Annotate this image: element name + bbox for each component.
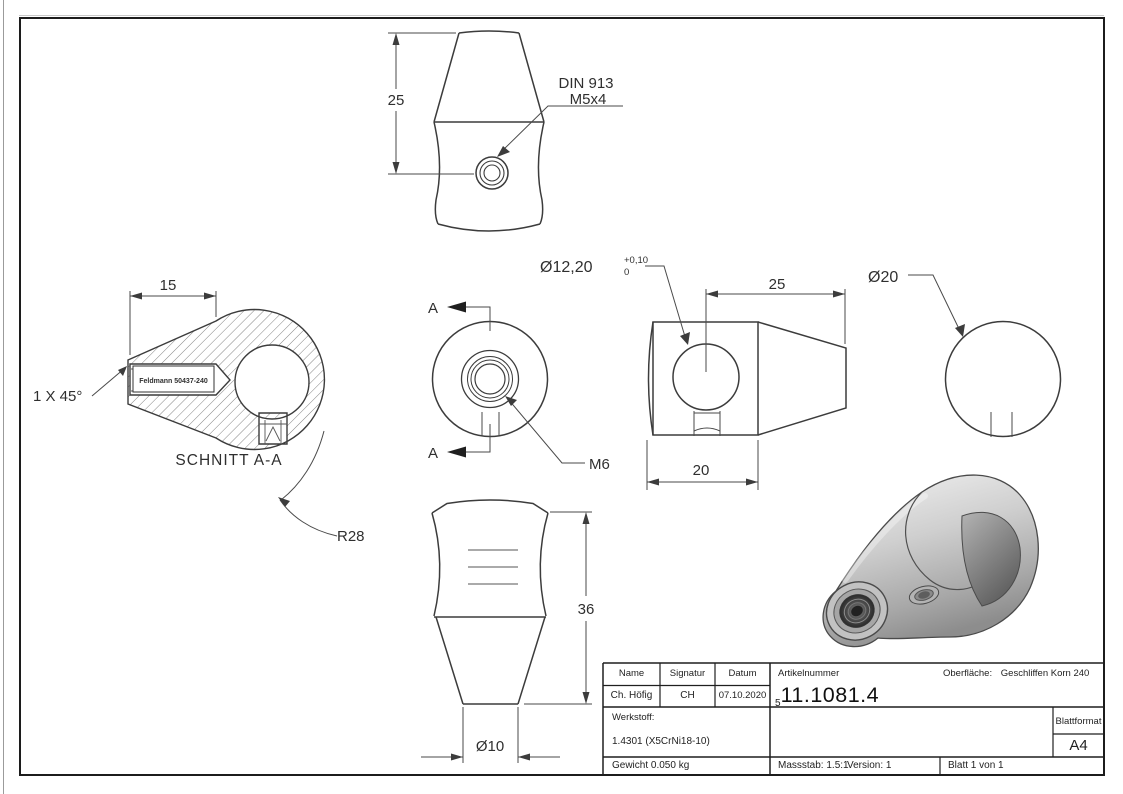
- arrow-left: [130, 292, 142, 300]
- arrow-radius: [278, 497, 290, 507]
- arrow-right: [451, 753, 463, 761]
- section-letter-bottom: A: [428, 445, 438, 462]
- section-letter-top: A: [428, 300, 438, 317]
- insert-label-box: [132, 365, 215, 393]
- title-block-signature: CH: [680, 690, 695, 701]
- callout-m5x4: M5x4: [570, 91, 607, 108]
- dim-d10: Ø10: [476, 738, 504, 755]
- sheet-format-value: A4: [1069, 737, 1088, 754]
- scale-value: Massstab: 1.5:1: [778, 760, 849, 771]
- callout-din913: DIN 913: [558, 75, 613, 92]
- arrow-d20: [955, 324, 965, 337]
- material-label: Werkstoff:: [612, 712, 655, 723]
- viewer-edge-line: [3, 0, 4, 794]
- arrow-left: [647, 478, 659, 486]
- arrow-left: [706, 290, 718, 298]
- iso-setscrew-hole: [908, 585, 940, 605]
- article-number-label: Artikelnummer: [778, 668, 840, 679]
- dim-d20: Ø20: [868, 269, 898, 286]
- bore-diameter: Ø12,20: [540, 259, 593, 276]
- arrow-down: [392, 162, 400, 174]
- chamfer-label: 1 X 45°: [33, 388, 82, 405]
- iso-view-3d: [822, 474, 1039, 648]
- insert-label-text: Feldmann 50437-240: [139, 378, 208, 385]
- iso-rim-line: [904, 491, 987, 591]
- iso-threaded-face: [825, 581, 889, 641]
- bore-tol-upper: +0,10: [624, 255, 648, 266]
- surface-label: Oberfläche:: [943, 668, 993, 679]
- section-title: SCHNITT A-A: [175, 452, 282, 469]
- arrow-left: [518, 753, 530, 761]
- view-end: Ø20: [868, 269, 1062, 438]
- section-arrow-bottom: [447, 446, 466, 458]
- title-block-col-datum: Datum: [728, 668, 757, 679]
- arrow-leader: [497, 146, 510, 157]
- sheet-value: Blatt 1 von 1: [948, 760, 1004, 771]
- frame-shadow-line: [19, 15, 1104, 16]
- arrow-down: [582, 692, 590, 704]
- material-value: 1.4301 (X5CrNi18-10): [612, 736, 710, 747]
- view-front: A A M6: [428, 300, 610, 473]
- arrow-bore: [680, 332, 690, 345]
- weight-value: Gewicht 0.050 kg: [612, 760, 690, 771]
- dim-15: 15: [160, 277, 177, 294]
- section-body: [127, 308, 326, 451]
- radius-label: R28: [337, 528, 365, 545]
- dim-36: 36: [578, 601, 595, 618]
- bore-tol-lower: 0: [624, 267, 629, 278]
- view-side: 25 20 Ø12,20 +0,10 0: [540, 255, 847, 490]
- title-block-date: 07.10.2020: [718, 690, 767, 701]
- arrow-chamfer: [118, 366, 127, 376]
- dim-20-side: 20: [693, 462, 710, 479]
- dim-25-top: 25: [388, 92, 405, 109]
- sheet-format-label: Blattformat: [1055, 716, 1102, 727]
- title-block-col-name: Name: [618, 668, 645, 679]
- article-number-value: 11.1081.4: [780, 683, 880, 707]
- dim-25-side: 25: [769, 276, 786, 293]
- article-number: 511.1081.4: [775, 683, 879, 709]
- arrow-right: [746, 478, 758, 486]
- arrow-up: [392, 33, 400, 45]
- surface-finish: Oberfläche: Geschliffen Korn 240: [943, 668, 1089, 679]
- article-number-prefix: 5: [775, 698, 781, 709]
- iso-saddle-cut: [961, 511, 1021, 607]
- section-arrow-top: [447, 301, 466, 313]
- iso-highlight: [842, 493, 928, 583]
- title-block-lines: [602, 662, 1104, 775]
- title-block-col-signatur: Signatur: [669, 668, 706, 679]
- surface-value: Geschliffen Korn 240: [1000, 668, 1090, 679]
- view-top: 25 DIN 913 M5x4: [388, 30, 623, 232]
- title-block-author: Ch. Höfig: [610, 690, 653, 701]
- arrow-up: [582, 512, 590, 524]
- view-bottom: 36 Ø10: [421, 499, 595, 763]
- view-section-aa: Feldmann 50437-240 15 1 X 45° R28 SCHNIT…: [33, 277, 365, 545]
- arrow-right: [204, 292, 216, 300]
- arrow-m6: [505, 396, 517, 406]
- version-value: Version: 1: [847, 760, 892, 771]
- arrow-right: [833, 290, 845, 298]
- thread-label-m6: M6: [589, 456, 610, 473]
